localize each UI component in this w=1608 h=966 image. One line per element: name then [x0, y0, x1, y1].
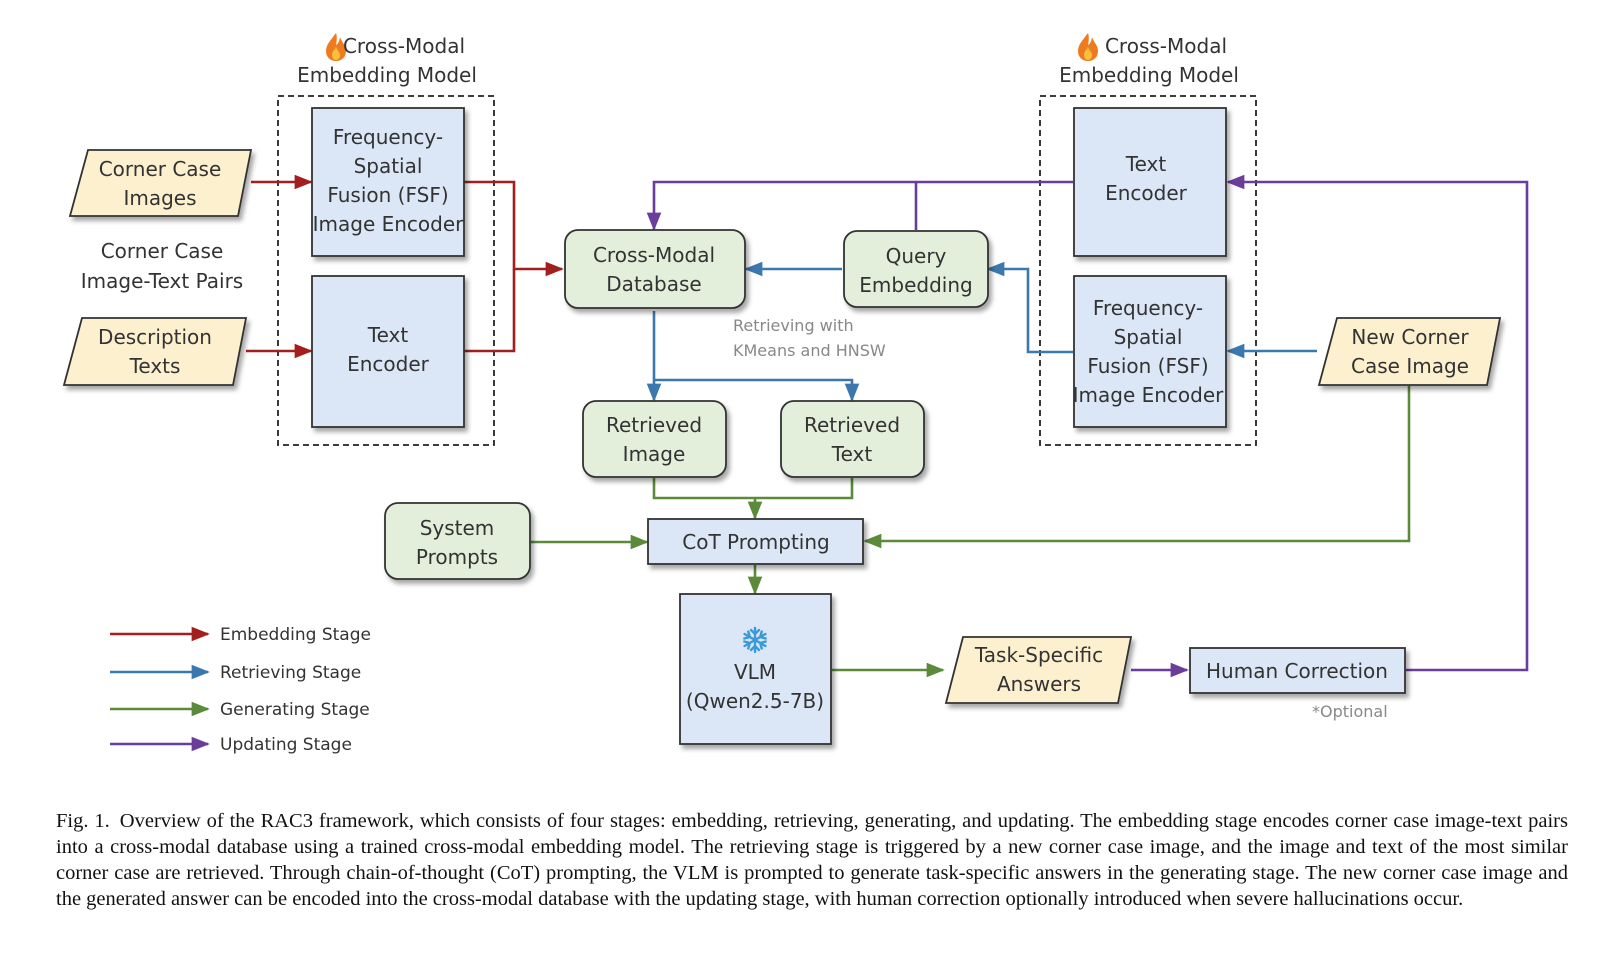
node-corner-case-images: Corner Case Images: [68, 149, 253, 217]
retrieving-arrows: [646, 261, 1317, 402]
model-group-right: [1039, 95, 1257, 446]
model-right-title-line2: Embedding Model: [1059, 63, 1239, 87]
retrieving-note-line1: Retrieving with: [733, 316, 854, 335]
caption-text: Overview of the RAC3 framework, which co…: [56, 810, 1568, 910]
fsf-left-line2: Spatial: [354, 154, 423, 178]
node-new-corner-case-image: New Corner Case Image: [1317, 317, 1502, 386]
model-left-title-line1: Cross-Modal: [343, 34, 465, 58]
text-encoder-left-line1: Text: [367, 323, 409, 347]
retrieving-note: Retrieving with KMeans and HNSW: [733, 316, 886, 360]
node-retrieved-text: Retrieved Text: [780, 400, 925, 478]
node-retrieved-image: Retrieved Image: [582, 400, 727, 478]
node-system-prompts: System Prompts: [384, 502, 531, 580]
embedding-arrows: [246, 174, 564, 359]
fsf-right-line3: Fusion (FSF): [1087, 354, 1208, 378]
snowflake-icon: [743, 626, 767, 654]
fsf-left-line1: Frequency-: [333, 125, 443, 149]
legend-label-retrieving: Retrieving Stage: [220, 663, 361, 683]
node-fsf-encoder-left: Frequency- Spatial Fusion (FSF) Image En…: [311, 107, 465, 257]
model-left-title-line2: Embedding Model: [297, 63, 477, 87]
framework-diagram: Cross-Modal Embedding Model Cross-Modal …: [62, 33, 1529, 755]
node-task-specific-answers: Task-Specific Answers: [944, 636, 1133, 704]
optional-note: *Optional: [1312, 702, 1388, 721]
pairs-label-line1: Corner Case: [101, 239, 224, 263]
legend-label-generating: Generating Stage: [220, 700, 370, 720]
description-texts-line1: Description: [98, 325, 212, 349]
node-text-encoder-right: Text Encoder: [1073, 107, 1227, 257]
flame-icon: [1078, 33, 1098, 61]
node-description-texts: Description Texts: [62, 317, 248, 386]
node-text-encoder-left: Text Encoder: [311, 275, 465, 428]
new-image-line1: New Corner: [1351, 325, 1469, 349]
node-cross-modal-database: Cross-Modal Database: [564, 229, 746, 309]
human-correction-label: Human Correction: [1206, 659, 1388, 683]
legend: Embedding Stage Retrieving Stage Generat…: [110, 625, 371, 755]
retrieving-note-line2: KMeans and HNSW: [733, 341, 886, 360]
node-vlm: VLM (Qwen2.5-7B): [679, 593, 832, 745]
flame-icon: [326, 33, 346, 61]
updating-arrows: [646, 174, 1529, 678]
cot-prompting-label: CoT Prompting: [682, 530, 829, 554]
fsf-right-line1: Frequency-: [1093, 296, 1203, 320]
database-line2: Database: [606, 272, 701, 296]
query-embedding-line1: Query: [886, 244, 947, 268]
legend-label-updating: Updating Stage: [220, 735, 352, 755]
node-fsf-encoder-right: Frequency- Spatial Fusion (FSF) Image En…: [1073, 275, 1227, 428]
new-image-line2: Case Image: [1351, 354, 1469, 378]
answers-line2: Answers: [997, 672, 1081, 696]
model-title-left: Cross-Modal Embedding Model: [297, 33, 477, 87]
retrieved-text-line1: Retrieved: [804, 413, 900, 437]
corner-case-images-line1: Corner Case: [99, 157, 222, 181]
answers-line1: Task-Specific: [974, 643, 1103, 667]
retrieved-text-line2: Text: [831, 442, 873, 466]
fsf-left-line3: Fusion (FSF): [327, 183, 448, 207]
description-texts-line2: Texts: [129, 354, 181, 378]
caption-label: Fig. 1.: [56, 810, 110, 832]
legend-label-embedding: Embedding Stage: [220, 625, 371, 645]
retrieved-image-line1: Retrieved: [606, 413, 702, 437]
figure-caption: Fig. 1.Overview of the RAC3 framework, w…: [56, 808, 1568, 912]
database-line1: Cross-Modal: [593, 243, 715, 267]
fsf-left-line4: Image Encoder: [313, 212, 465, 236]
text-encoder-right-line2: Encoder: [1105, 181, 1188, 205]
text-encoder-right-line1: Text: [1125, 152, 1167, 176]
model-group-left: [277, 95, 495, 446]
fsf-right-line2: Spatial: [1114, 325, 1183, 349]
vlm-line1: VLM: [734, 660, 776, 684]
node-human-correction: Human Correction: [1189, 647, 1406, 694]
query-embedding-line2: Embedding: [859, 273, 972, 297]
system-prompts-line2: Prompts: [416, 545, 498, 569]
pairs-label-line2: Image-Text Pairs: [81, 269, 243, 293]
model-title-right: Cross-Modal Embedding Model: [1059, 33, 1239, 87]
text-encoder-left-line2: Encoder: [347, 352, 430, 376]
node-query-embedding: Query Embedding: [843, 230, 989, 308]
fsf-right-line4: Image Encoder: [1073, 383, 1225, 407]
corner-case-images-line2: Images: [123, 186, 196, 210]
model-right-title-line1: Cross-Modal: [1105, 34, 1227, 58]
generating-arrows: [531, 386, 1411, 678]
retrieved-image-line2: Image: [623, 442, 686, 466]
node-pairs-label: Corner Case Image-Text Pairs: [81, 239, 243, 293]
system-prompts-line1: System: [420, 516, 495, 540]
node-cot-prompting: CoT Prompting: [647, 518, 864, 565]
vlm-line2: (Qwen2.5-7B): [686, 689, 824, 713]
